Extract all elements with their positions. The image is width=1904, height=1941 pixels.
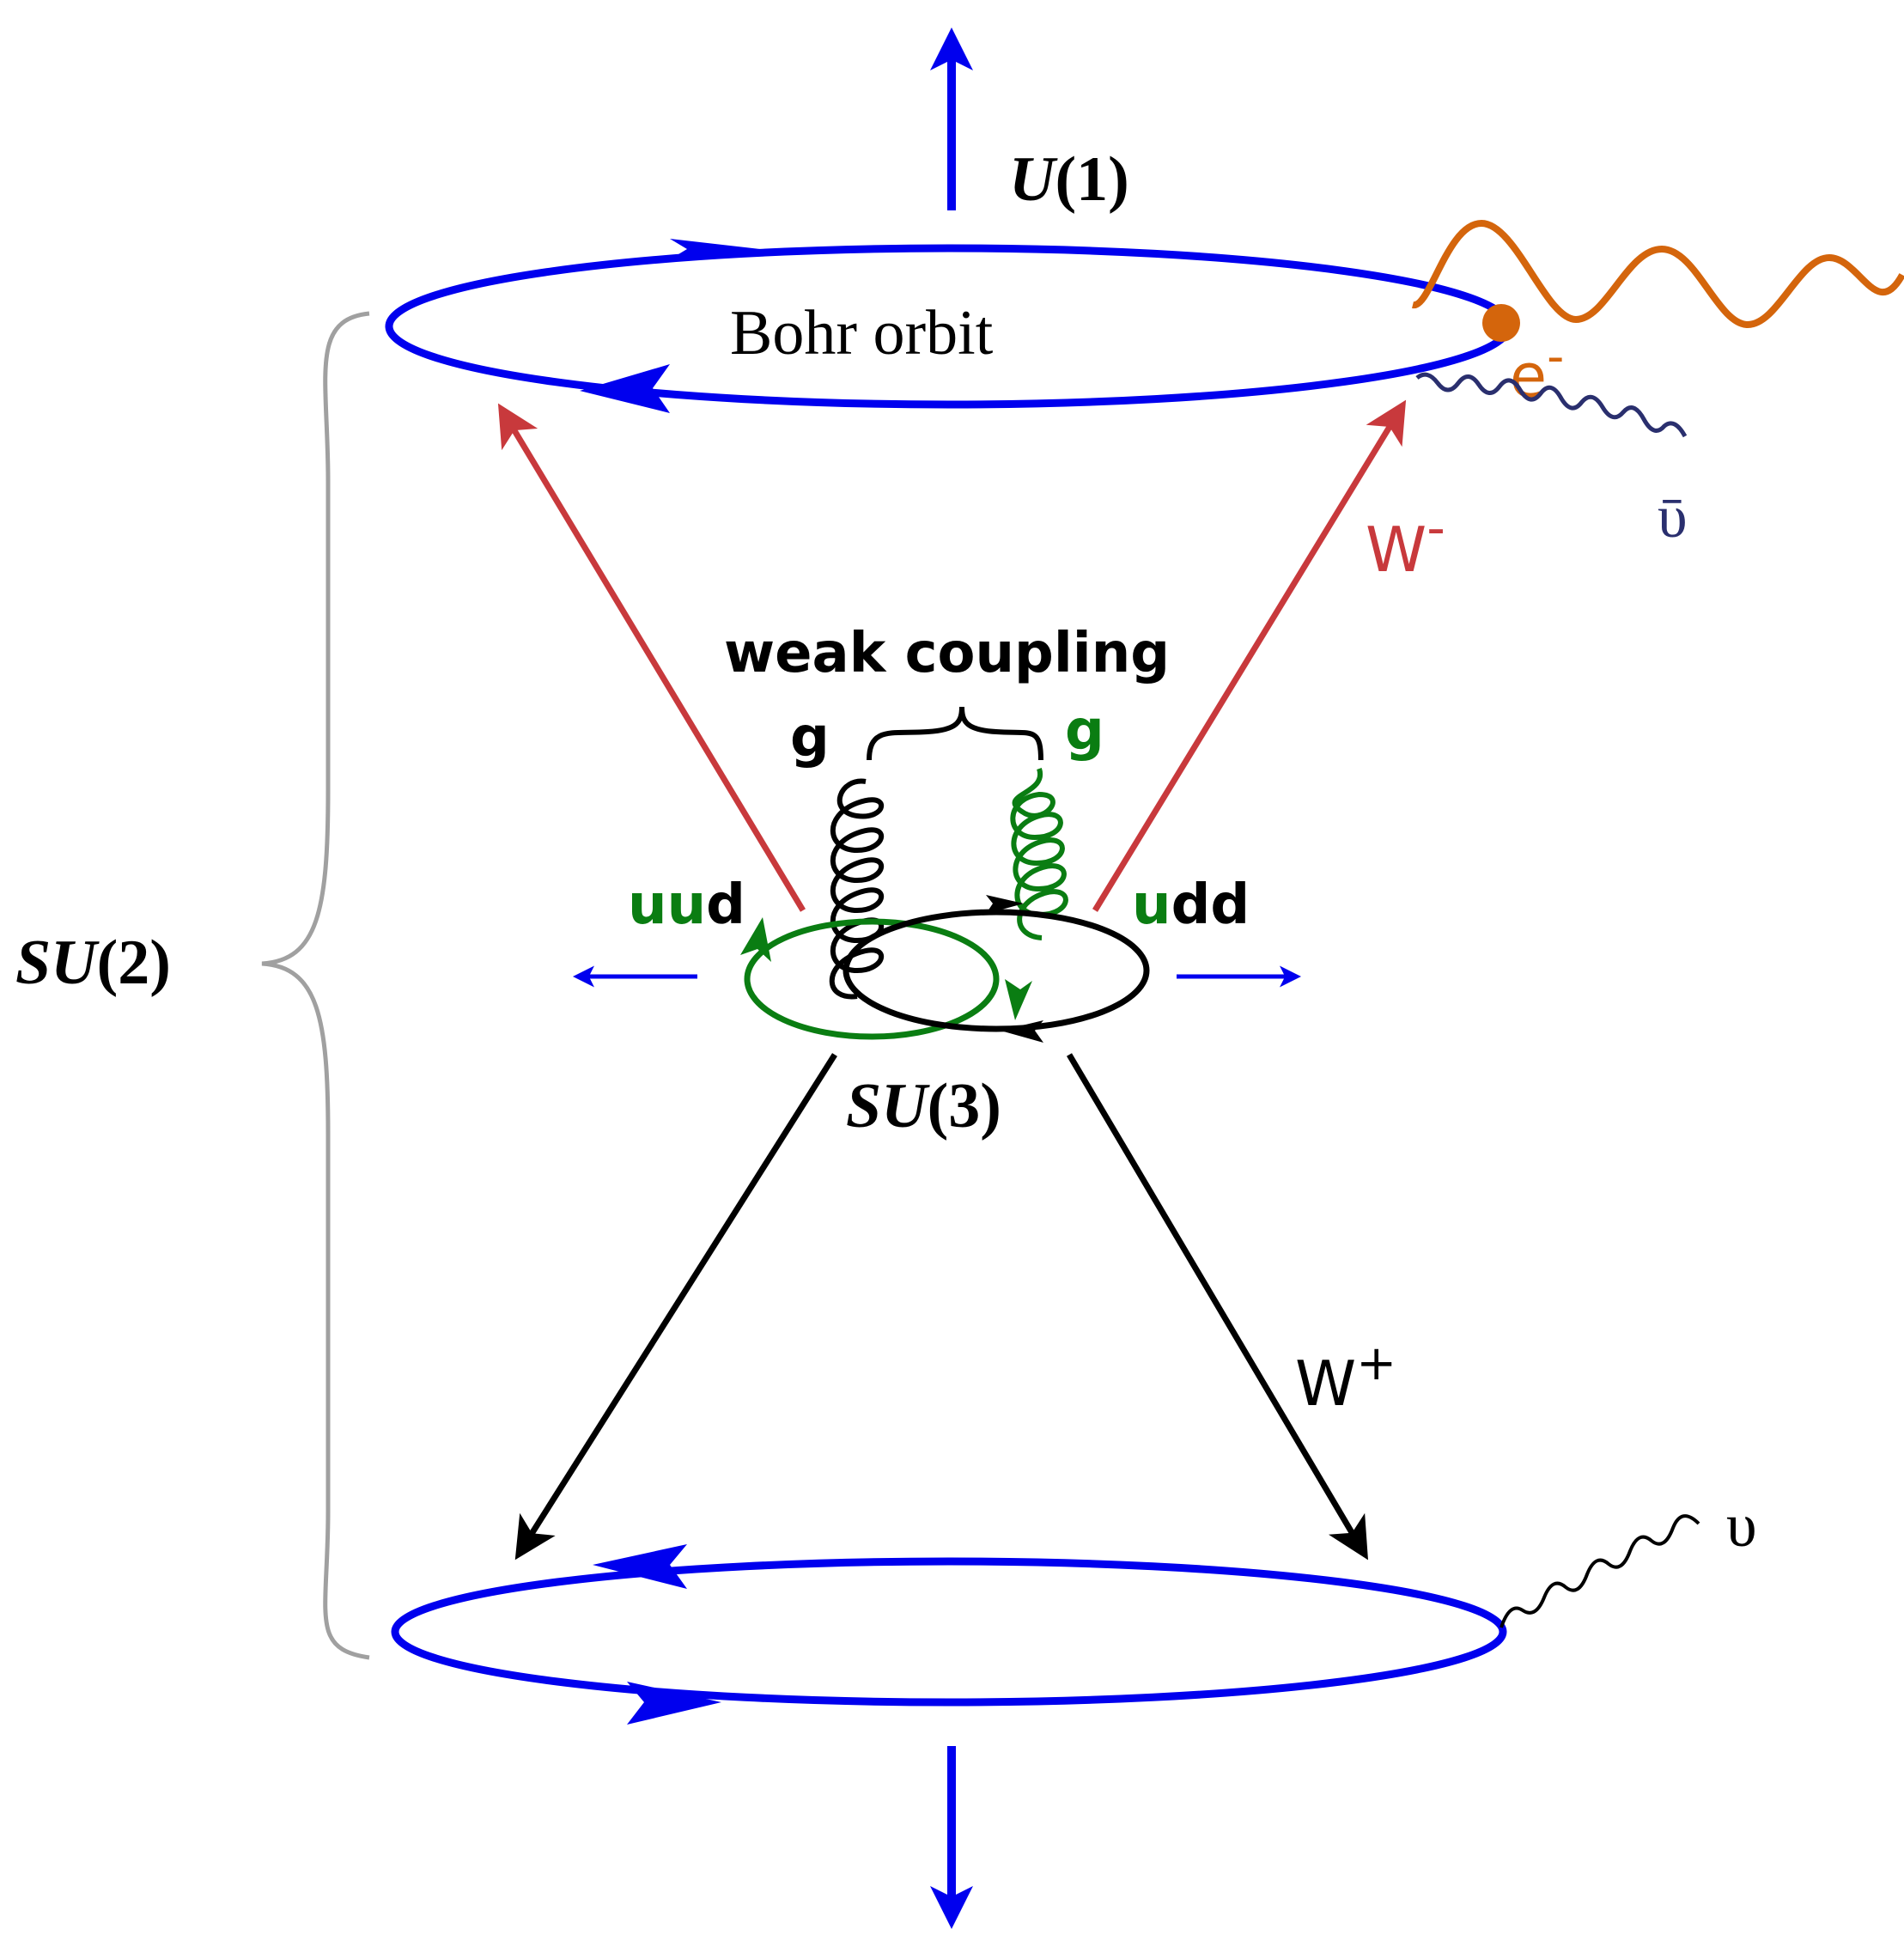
neutron-loop-arrow-bottom [1001,1020,1043,1043]
bottom-orbit [391,1557,1507,1707]
w-plus-left-arrow [514,1053,837,1561]
photon-wave [1412,219,1904,329]
neutrino-wave [1499,1514,1700,1628]
u1-label: U(1) [1009,144,1129,215]
proton-quark-loop [744,918,1000,1040]
su2-label: SU(2) [15,928,171,998]
top-orbit-arrow-right [670,239,760,259]
proton-loop-arrow [740,917,771,962]
proton-loop-arrow-right [1005,979,1032,1020]
gluon-left-curly [829,778,885,1000]
neutron-loop-arrow-top [986,895,1024,914]
w-minus-left-arrow [497,403,806,912]
bottom-orbit-arrow-left [593,1544,687,1589]
w-minus-right-arrow [1092,399,1407,912]
neutron-label: udd [1132,873,1250,937]
weak-coupling-label: weak coupling [724,622,1170,685]
bottom-orbit-arrow-right [627,1682,721,1725]
su2-brace [261,311,370,1660]
weak-coupling-brace [867,706,1043,761]
w-plus-right-arrow [1066,1053,1368,1561]
gluon-label-left: g [790,706,830,770]
proton-label: uud [628,873,745,937]
su3-label: SU(3) [846,1071,1001,1141]
neutron-quark-loop [843,909,1150,1032]
neutrino-label: υ [1726,1491,1757,1560]
w-plus-label: W+ [1295,1336,1396,1420]
gluon-label-right: g [1065,699,1104,763]
top-orbit-arrow-left [580,364,670,413]
w-minus-label: W- [1366,498,1445,586]
bohr-orbit-label: Bohr orbit [730,298,994,368]
antineutrino-wave [1415,372,1688,438]
electron-dot [1482,304,1520,342]
antineutrino-label: ῡ [1658,484,1688,551]
